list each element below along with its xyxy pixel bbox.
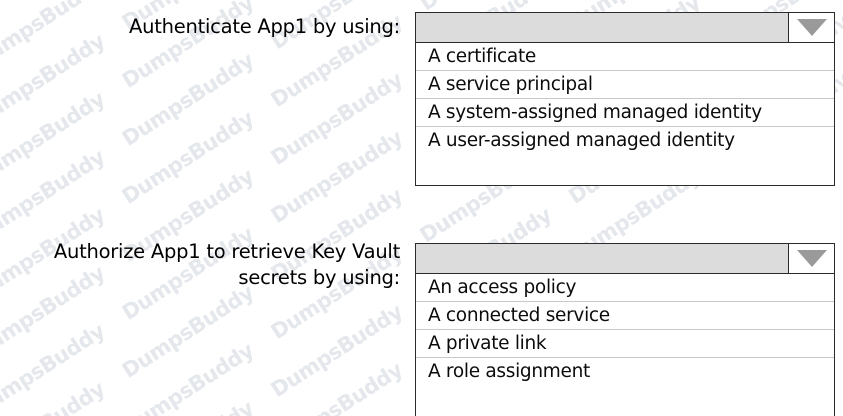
question-label-1-line-1: Authenticate App1 by using: xyxy=(129,15,400,38)
dropdown-header-1[interactable] xyxy=(416,13,834,43)
dropdown-option[interactable]: A private link xyxy=(416,330,834,358)
question-label-2: Authorize App1 to retrieve Key Vault sec… xyxy=(20,239,400,291)
dropdown-option[interactable]: A certificate xyxy=(416,43,834,71)
chevron-down-icon[interactable] xyxy=(788,13,834,42)
chevron-down-icon[interactable] xyxy=(788,244,834,273)
dropdown-option-list-2[interactable]: An access policy A connected service A p… xyxy=(416,274,834,386)
dropdown-option[interactable]: A role assignment xyxy=(428,361,590,382)
dropdown-option-list-1[interactable]: A certificate A service principal A syst… xyxy=(416,43,834,155)
question-label-2-line-2: secrets by using: xyxy=(238,266,400,289)
dropdown-authorize-app1-keyvault[interactable]: An access policy A connected service A p… xyxy=(415,243,835,416)
dropdown-header-2[interactable] xyxy=(416,244,834,274)
question-block-2: Authorize App1 to retrieve Key Vault sec… xyxy=(0,208,843,416)
dropdown-option[interactable]: A user-assigned managed identity xyxy=(428,130,735,151)
dropdown-option[interactable]: A service principal xyxy=(416,71,834,99)
dropdown-option[interactable]: A connected service xyxy=(416,302,834,330)
dropdown-selected-value-1[interactable] xyxy=(416,13,788,42)
dropdown-authenticate-app1[interactable]: A certificate A service principal A syst… xyxy=(415,12,835,186)
question-label-1: Authenticate App1 by using: xyxy=(20,14,400,40)
question-label-2-line-1: Authorize App1 to retrieve Key Vault xyxy=(53,240,400,263)
dropdown-option[interactable]: An access policy xyxy=(416,274,834,302)
dropdown-selected-value-2[interactable] xyxy=(416,244,788,273)
question-block-1: Authenticate App1 by using: A certificat… xyxy=(20,12,835,186)
dropdown-option[interactable]: A system-assigned managed identity xyxy=(416,99,834,127)
